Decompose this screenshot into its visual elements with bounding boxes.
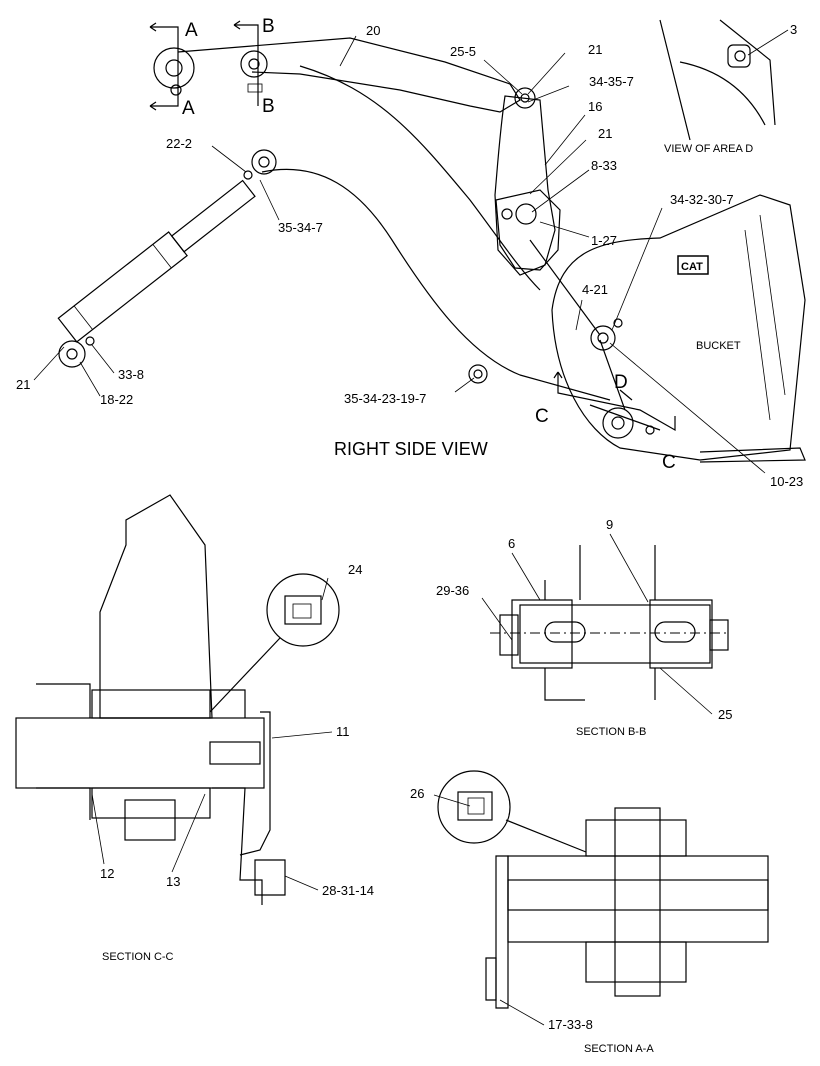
callout-22-2: 22-2 — [166, 136, 192, 151]
lift-cylinder — [57, 179, 256, 343]
callout-24: 24 — [348, 562, 362, 577]
marker-c-right: C — [662, 452, 676, 473]
section-title-aa: SECTION A-A — [584, 1043, 654, 1055]
section-c-line — [553, 371, 676, 432]
bucket-label: BUCKET — [696, 340, 741, 352]
callout-6: 6 — [508, 536, 515, 551]
pin-joints — [58, 47, 655, 439]
callout-1-27: 1-27 — [591, 233, 617, 248]
callout-8-33: 8-33 — [591, 158, 617, 173]
callout-20: 20 — [366, 23, 380, 38]
bucket-cutting-edge — [699, 447, 806, 463]
section-title-bb: SECTION B-B — [576, 726, 646, 738]
section-markers — [149, 20, 263, 111]
area-d-arrow — [619, 389, 633, 401]
tilt-link — [494, 95, 556, 276]
marker-c-left: C — [535, 406, 549, 427]
callout-33-8: 33-8 — [118, 367, 144, 382]
callout-13: 13 — [166, 874, 180, 889]
section-aa-drawing — [437, 770, 769, 1009]
callout-12: 12 — [100, 866, 114, 881]
callout-34-32-30-7: 34-32-30-7 — [670, 192, 734, 207]
callout-35-34-23-19-7: 35-34-23-19-7 — [344, 391, 426, 406]
callout-3: 3 — [790, 22, 797, 37]
marker-a-top: A — [185, 20, 198, 41]
lift-arm-inner — [299, 65, 541, 291]
marker-b-top: B — [262, 16, 275, 37]
bucket-outline — [551, 194, 806, 461]
callout-16: 16 — [588, 99, 602, 114]
bucket-rib — [744, 214, 786, 421]
callout-28-31-14: 28-31-14 — [322, 883, 374, 898]
callout-17-33-8: 17-33-8 — [548, 1017, 593, 1032]
callout-10-23: 10-23 — [770, 474, 803, 489]
svg-text:CAT: CAT — [681, 261, 703, 273]
callout-21-b: 21 — [598, 126, 612, 141]
bellcrank-plate — [495, 189, 561, 271]
tilt-rod — [529, 239, 601, 336]
callout-9: 9 — [606, 517, 613, 532]
section-leaders — [91, 533, 713, 1026]
section-title-cc: SECTION C-C — [102, 951, 174, 963]
section-bb-drawing — [490, 545, 730, 701]
callout-34-35-7: 34-35-7 — [589, 74, 634, 89]
marker-a-bottom: A — [182, 98, 195, 119]
view-of-area-d-drawing — [659, 19, 776, 141]
callout-11: 11 — [336, 724, 350, 739]
right-side-view — [33, 20, 806, 474]
marker-b-bottom: B — [262, 96, 275, 117]
callout-35-34-7: 35-34-7 — [278, 220, 323, 235]
view-title-right-side: RIGHT SIDE VIEW — [334, 439, 488, 459]
callout-25-5: 25-5 — [450, 44, 476, 59]
callout-4-21: 4-21 — [582, 282, 608, 297]
section-cc-drawing — [15, 494, 340, 905]
callout-21-a: 21 — [588, 42, 602, 57]
callout-29-36: 29-36 — [436, 583, 469, 598]
callout-25: 25 — [718, 707, 732, 722]
cat-logo: CAT — [677, 255, 709, 275]
view-title-area-d: VIEW OF AREA D — [664, 143, 753, 155]
callout-21-c: 21 — [16, 377, 30, 392]
callout-18-22: 18-22 — [100, 392, 133, 407]
lift-arm — [177, 37, 611, 401]
leader-lines — [33, 29, 789, 474]
marker-d: D — [614, 372, 628, 393]
callout-26: 26 — [410, 786, 424, 801]
